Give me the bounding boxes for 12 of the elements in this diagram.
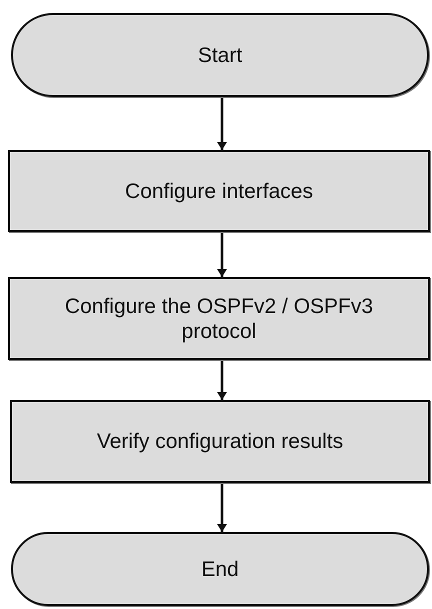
- node-label: Configure the OSPFv2 / OSPFv3 protocol: [64, 294, 374, 344]
- arrow: [217, 97, 227, 150]
- node-label: Verify configuration results: [96, 429, 344, 454]
- node-label: Start: [198, 42, 242, 68]
- process-box: [8, 150, 430, 232]
- arrow: [217, 483, 227, 532]
- arrow: [217, 360, 227, 400]
- arrow: [217, 232, 227, 277]
- node-label: Configure interfaces: [125, 178, 313, 204]
- node-label: End: [201, 556, 239, 582]
- process-box: [10, 400, 430, 483]
- process-box: [8, 277, 430, 360]
